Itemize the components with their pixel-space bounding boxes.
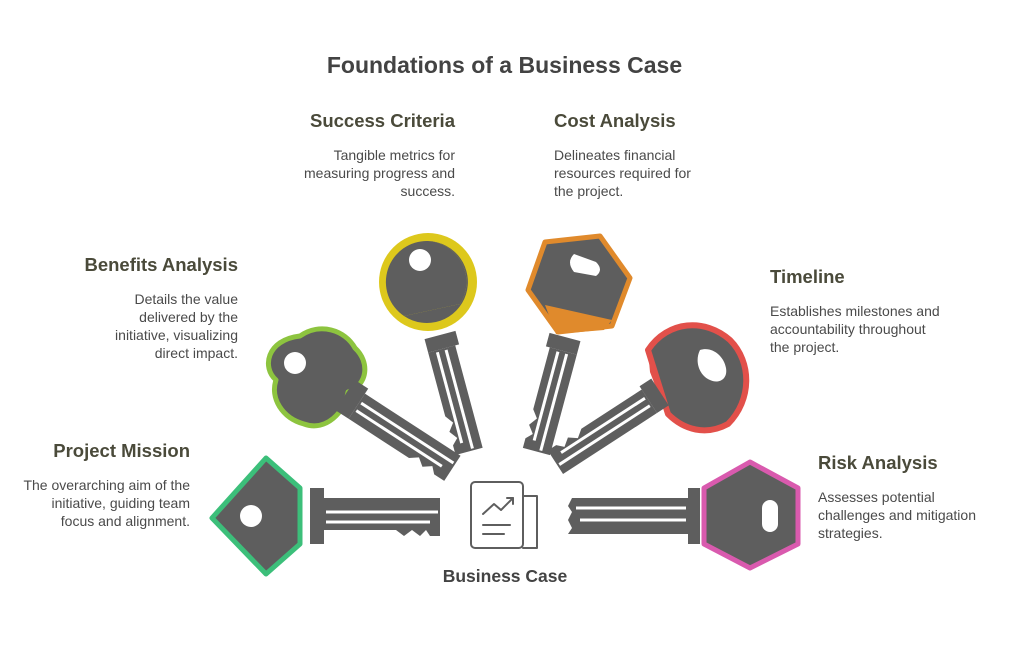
benefits-analysis-key: [265, 326, 461, 481]
cost-analysis-key: [522, 233, 633, 456]
success-criteria-block: Success Criteria Tangible metrics for me…: [275, 110, 455, 200]
success-criteria-key: [379, 233, 483, 456]
timeline-block: Timeline Establishes milestones and acco…: [770, 266, 940, 356]
risk-analysis-key: [568, 459, 801, 571]
timeline-title: Timeline: [770, 266, 845, 287]
risk-analysis-title: Risk Analysis: [818, 452, 938, 473]
benefits-analysis-block: Benefits Analysis Details the value deli…: [58, 254, 238, 362]
cost-analysis-text: Delineates financial resources required …: [554, 147, 691, 199]
timeline-key: [547, 322, 750, 475]
risk-analysis-text: Assesses potential challenges and mitiga…: [818, 489, 976, 541]
page-title: Foundations of a Business Case: [326, 52, 683, 78]
project-mission-title: Project Mission: [53, 440, 190, 461]
center-label: Business Case: [442, 566, 568, 586]
project-mission-key: [209, 455, 440, 577]
project-mission-text: The overarching aim of the initiative, g…: [23, 477, 190, 529]
cost-analysis-block: Cost Analysis Delineates financial resou…: [554, 110, 714, 200]
success-criteria-title: Success Criteria: [309, 110, 455, 131]
project-mission-block: Project Mission The overarching aim of t…: [20, 440, 190, 530]
success-criteria-text: Tangible metrics for measuring progress …: [304, 147, 455, 199]
chart-document-icon: [470, 481, 538, 549]
risk-analysis-block: Risk Analysis Assesses potential challen…: [818, 452, 988, 542]
benefits-analysis-title: Benefits Analysis: [84, 254, 238, 275]
timeline-text: Establishes milestones and accountabilit…: [770, 303, 940, 355]
benefits-analysis-text: Details the value delivered by the initi…: [115, 291, 238, 361]
cost-analysis-title: Cost Analysis: [554, 110, 676, 131]
